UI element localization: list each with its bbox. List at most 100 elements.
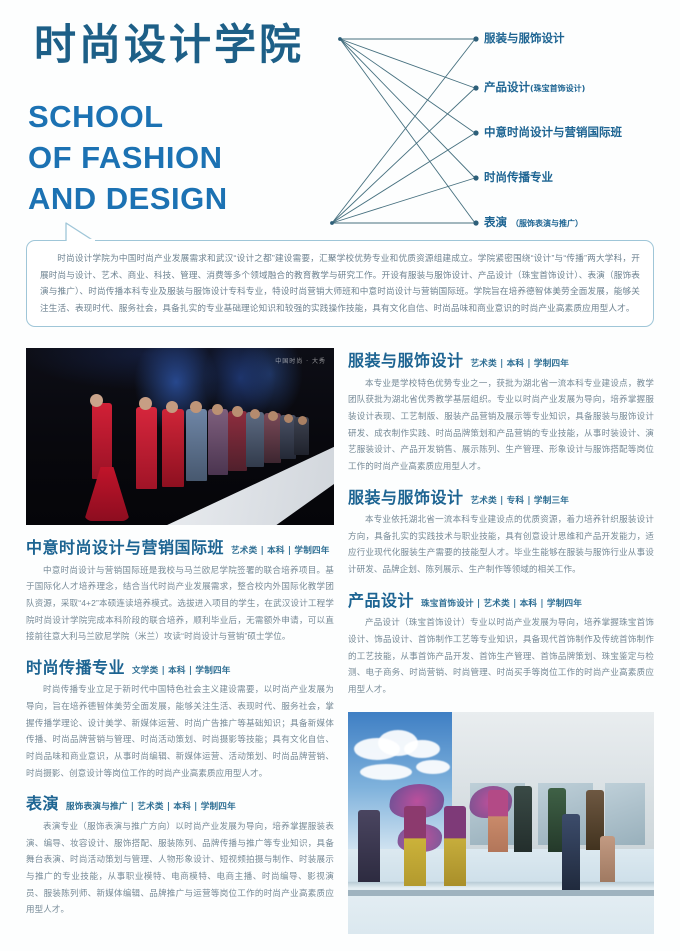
runway-model — [136, 407, 157, 489]
runway-model — [186, 409, 207, 481]
runway-model-head — [232, 406, 243, 417]
runway-model — [246, 412, 264, 467]
runway-model-head — [212, 404, 223, 415]
majors-network-diagram: 服装与服饰设计 产品设计(珠宝首饰设计) 中意时尚设计与营销国际班 时尚传播专业… — [330, 18, 680, 238]
node-label-sub: (珠宝首饰设计) — [530, 84, 586, 93]
node-label-main: 服装与服饰设计 — [484, 31, 565, 45]
diagram-node-label-product-design: 产品设计(珠宝首饰设计) — [484, 80, 586, 94]
render-figure — [548, 787, 566, 852]
diagram-node-dot — [473, 130, 479, 136]
runway-model — [208, 409, 228, 475]
section-fashion-communication: 时尚传播专业 文学类 | 本科 | 学制四年 时尚传播专业立足于新时代中国特色社… — [26, 659, 334, 782]
render-glass-panel — [605, 782, 645, 845]
runway-model — [264, 413, 281, 463]
runway-show-photo: 中国时尚 · 大秀 — [26, 348, 334, 525]
intro-callout-box: 时尚设计学院为中国时尚产业发展需求和武汉“设计之都”建设需要，汇聚学校优势专业和… — [26, 240, 654, 327]
diagram-hub-bottom — [330, 221, 334, 225]
section-body: 本专业是学校特色优势专业之一，获批为湖北省一流本科专业建设点，教学团队获批为湖北… — [348, 377, 654, 471]
section-body: 表演专业（服饰表演与推广方向）以时尚产业发展为导向，培养掌握服装表演、编导、妆容… — [26, 821, 334, 915]
runway-model — [162, 409, 184, 487]
section-title: 服装与服饰设计 — [348, 351, 464, 370]
render-figure — [444, 805, 466, 886]
runway-model-head — [298, 416, 307, 425]
diagram-node-label-performance: 表演 （服饰表演与推广） — [484, 215, 584, 229]
diagram-node-dot — [473, 36, 479, 42]
diagram-node-label-fashion-communication: 时尚传播专业 — [484, 170, 553, 184]
diagram-hub-top — [338, 37, 342, 41]
section-meta: 艺术类 | 专科 | 学制三年 — [470, 495, 570, 506]
section-body: 本专业依托湖北省一流本科专业建设点的优质资源，着力培养针织服装设计方向，具备扎实… — [348, 514, 654, 575]
section-meta: 服饰表演与推广 | 艺术类 | 本科 | 学制四年 — [66, 802, 236, 813]
runway-model — [228, 411, 247, 471]
render-figure — [488, 789, 508, 852]
runway-model — [92, 403, 112, 479]
node-label-main: 中意时尚设计与营销国际班 — [484, 125, 622, 139]
photo-watermark: 中国时尚 · 大秀 — [275, 358, 326, 365]
section-meta: 艺术类 | 本科 | 学制四年 — [231, 546, 330, 556]
intro-callout-wrapper: 时尚设计学院为中国时尚产业发展需求和武汉“设计之都”建设需要，汇聚学校优势专业和… — [26, 222, 654, 327]
runway-model-head — [284, 414, 293, 423]
section-body: 产品设计（珠宝首饰设计）专业以时尚产业发展为导向，培养掌握珠宝首饰设计、饰品设计… — [348, 617, 654, 694]
render-figure — [600, 835, 615, 882]
node-label-main: 产品设计 — [484, 80, 530, 94]
section-international-class: 中意时尚设计与营销国际班 艺术类 | 本科 | 学制四年 中意时尚设计与营销国际… — [26, 539, 334, 645]
intro-paragraph: 时尚设计学院为中国时尚产业发展需求和武汉“设计之都”建设需要，汇聚学校优势专业和… — [40, 253, 640, 313]
page-title-en: SCHOOL OF FASHION AND DESIGN — [28, 96, 228, 220]
section-body: 时尚传播专业立足于新时代中国特色社会主义建设需要，以时尚产业发展为导向，旨在培养… — [26, 684, 334, 778]
section-performance: 表演 服饰表演与推广 | 艺术类 | 本科 | 学制四年 表演专业（服饰表演与推… — [26, 795, 334, 918]
diagram-node-label-international-class: 中意时尚设计与营销国际班 — [484, 125, 622, 139]
left-column: 中国时尚 · 大秀 中意时尚设计与营销国际班 艺术类 | 本科 | 学制四年 中… — [26, 348, 334, 918]
diagram-lines-svg — [330, 36, 479, 226]
render-figure — [586, 789, 604, 850]
runway-model-head — [90, 394, 103, 407]
runway-model — [280, 415, 296, 459]
section-heading: 服装与服饰设计 艺术类 | 专科 | 学制三年 — [348, 487, 654, 507]
title-en-line-2: OF FASHION — [28, 140, 223, 176]
title-en-line-1: SCHOOL — [28, 99, 164, 134]
diagram-node-dot — [473, 85, 479, 91]
render-figure — [514, 785, 532, 852]
runway-model-head — [250, 409, 260, 419]
render-cloud — [360, 763, 412, 780]
section-heading: 服装与服饰设计 艺术类 | 本科 | 学制四年 — [348, 352, 654, 370]
runway-model-head — [139, 397, 152, 410]
section-meta: 艺术类 | 本科 | 学制四年 — [470, 359, 570, 369]
section-body: 中意时尚设计与营销国际班是我校与马兰欧尼学院签署的联合培养项目。基于国际化人才培… — [26, 564, 334, 642]
diagram-node-dot — [473, 175, 479, 181]
render-figure — [404, 805, 426, 886]
render-figure — [562, 813, 580, 890]
section-title: 时尚传播专业 — [26, 657, 126, 677]
render-figure — [358, 809, 380, 882]
section-fashion-design-undergrad: 服装与服饰设计 艺术类 | 本科 | 学制四年 本专业是学校特色优势专业之一，获… — [348, 352, 654, 475]
right-column: 服装与服饰设计 艺术类 | 本科 | 学制四年 本专业是学校特色优势专业之一，获… — [348, 352, 654, 934]
section-meta: 珠宝首饰设计 | 艺术类 | 本科 | 学制四年 — [421, 598, 583, 609]
node-label-main: 时尚传播专业 — [484, 170, 553, 184]
section-title: 表演 — [26, 794, 60, 814]
section-heading: 表演 服饰表演与推广 | 艺术类 | 本科 | 学制四年 — [26, 795, 334, 813]
section-fashion-design-vocational: 服装与服饰设计 艺术类 | 专科 | 学制三年 本专业依托湖北省一流本科专业建设… — [348, 487, 654, 578]
hero-header: 时尚设计学院 SCHOOL OF FASHION AND DESIGN — [0, 0, 680, 238]
page-title-cn: 时尚设计学院 — [34, 20, 305, 69]
section-product-design: 产品设计 珠宝首饰设计 | 艺术类 | 本科 | 学制四年 产品设计（珠宝首饰设… — [348, 592, 654, 698]
section-meta: 文学类 | 本科 | 学制四年 — [132, 665, 231, 676]
runway-model-head — [190, 401, 202, 413]
render-ground-band — [348, 889, 654, 896]
runway-model — [294, 417, 309, 455]
runway-model-head — [166, 401, 178, 413]
render-cloud — [404, 739, 440, 758]
callout-tail-pointer — [64, 221, 110, 241]
title-en-line-3: AND DESIGN — [28, 181, 228, 217]
diagram-node-label-fashion-design: 服装与服饰设计 — [484, 31, 565, 45]
section-title: 中意时尚设计与营销国际班 — [26, 538, 225, 557]
section-heading: 中意时尚设计与营销国际班 艺术类 | 本科 | 学制四年 — [26, 539, 334, 557]
node-label-main: 表演 — [484, 215, 507, 229]
section-title: 产品设计 — [348, 590, 415, 610]
section-heading: 时尚传播专业 文学类 | 本科 | 学制四年 — [26, 659, 334, 677]
section-title: 服装与服饰设计 — [348, 487, 464, 507]
node-label-sub: （服饰表演与推广） — [511, 219, 584, 228]
render-cloud — [416, 759, 450, 774]
diagram-node-dot — [473, 220, 479, 226]
section-heading: 产品设计 珠宝首饰设计 | 艺术类 | 本科 | 学制四年 — [348, 592, 654, 610]
runway-model-head — [268, 411, 278, 421]
